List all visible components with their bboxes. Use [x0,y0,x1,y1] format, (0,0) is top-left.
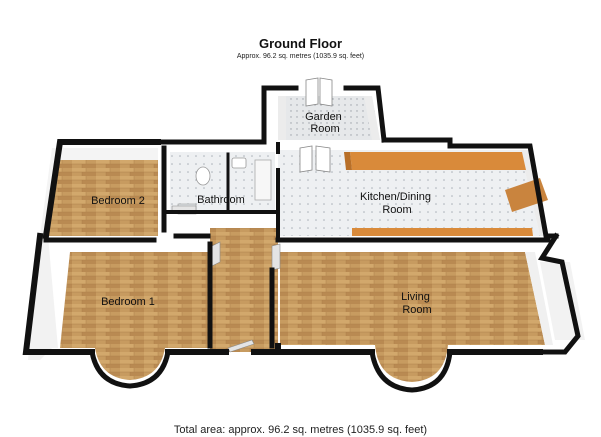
kitchen-worktops [344,152,548,236]
total-area-footer: Total area: approx. 96.2 sq. metres (103… [173,424,428,436]
floors [40,96,545,382]
bedroom-1-label: Bedroom 1 [101,296,155,308]
walls [22,85,581,393]
living-room-floor [280,252,545,345]
floor-title: Ground Floor [258,36,343,51]
bedroom-1-bay-floor [95,348,165,380]
hallway-floor [210,228,278,352]
toilet-icon [195,166,211,186]
bathroom-floor [170,152,275,212]
sink-icon [231,157,247,169]
bedroom-2-wall-face [40,148,158,236]
room-labels: Garden Room Bedroom 2 Bathroom Kitchen/D… [91,111,434,316]
kitchen-dining-label: Kitchen/Dining Room [360,191,434,216]
bedroom-2-floor [48,160,158,236]
kitchen-floor [278,150,540,236]
garden-room-doors [299,77,333,173]
floor-area-subtitle: Approx. 96.2 sq. metres (1035.9 sq. feet… [236,53,365,60]
bedroom-2-label: Bedroom 2 [91,195,145,207]
shower-icon [254,159,272,201]
living-room-label: Living Room [401,291,433,316]
bathroom-label: Bathroom [197,194,245,206]
interior-doors [171,205,281,353]
garden-room-floor [278,96,380,140]
living-room-bay-floor [375,345,448,382]
garden-room-label: Garden Room [305,111,345,135]
bedroom-1-floor [60,252,210,348]
